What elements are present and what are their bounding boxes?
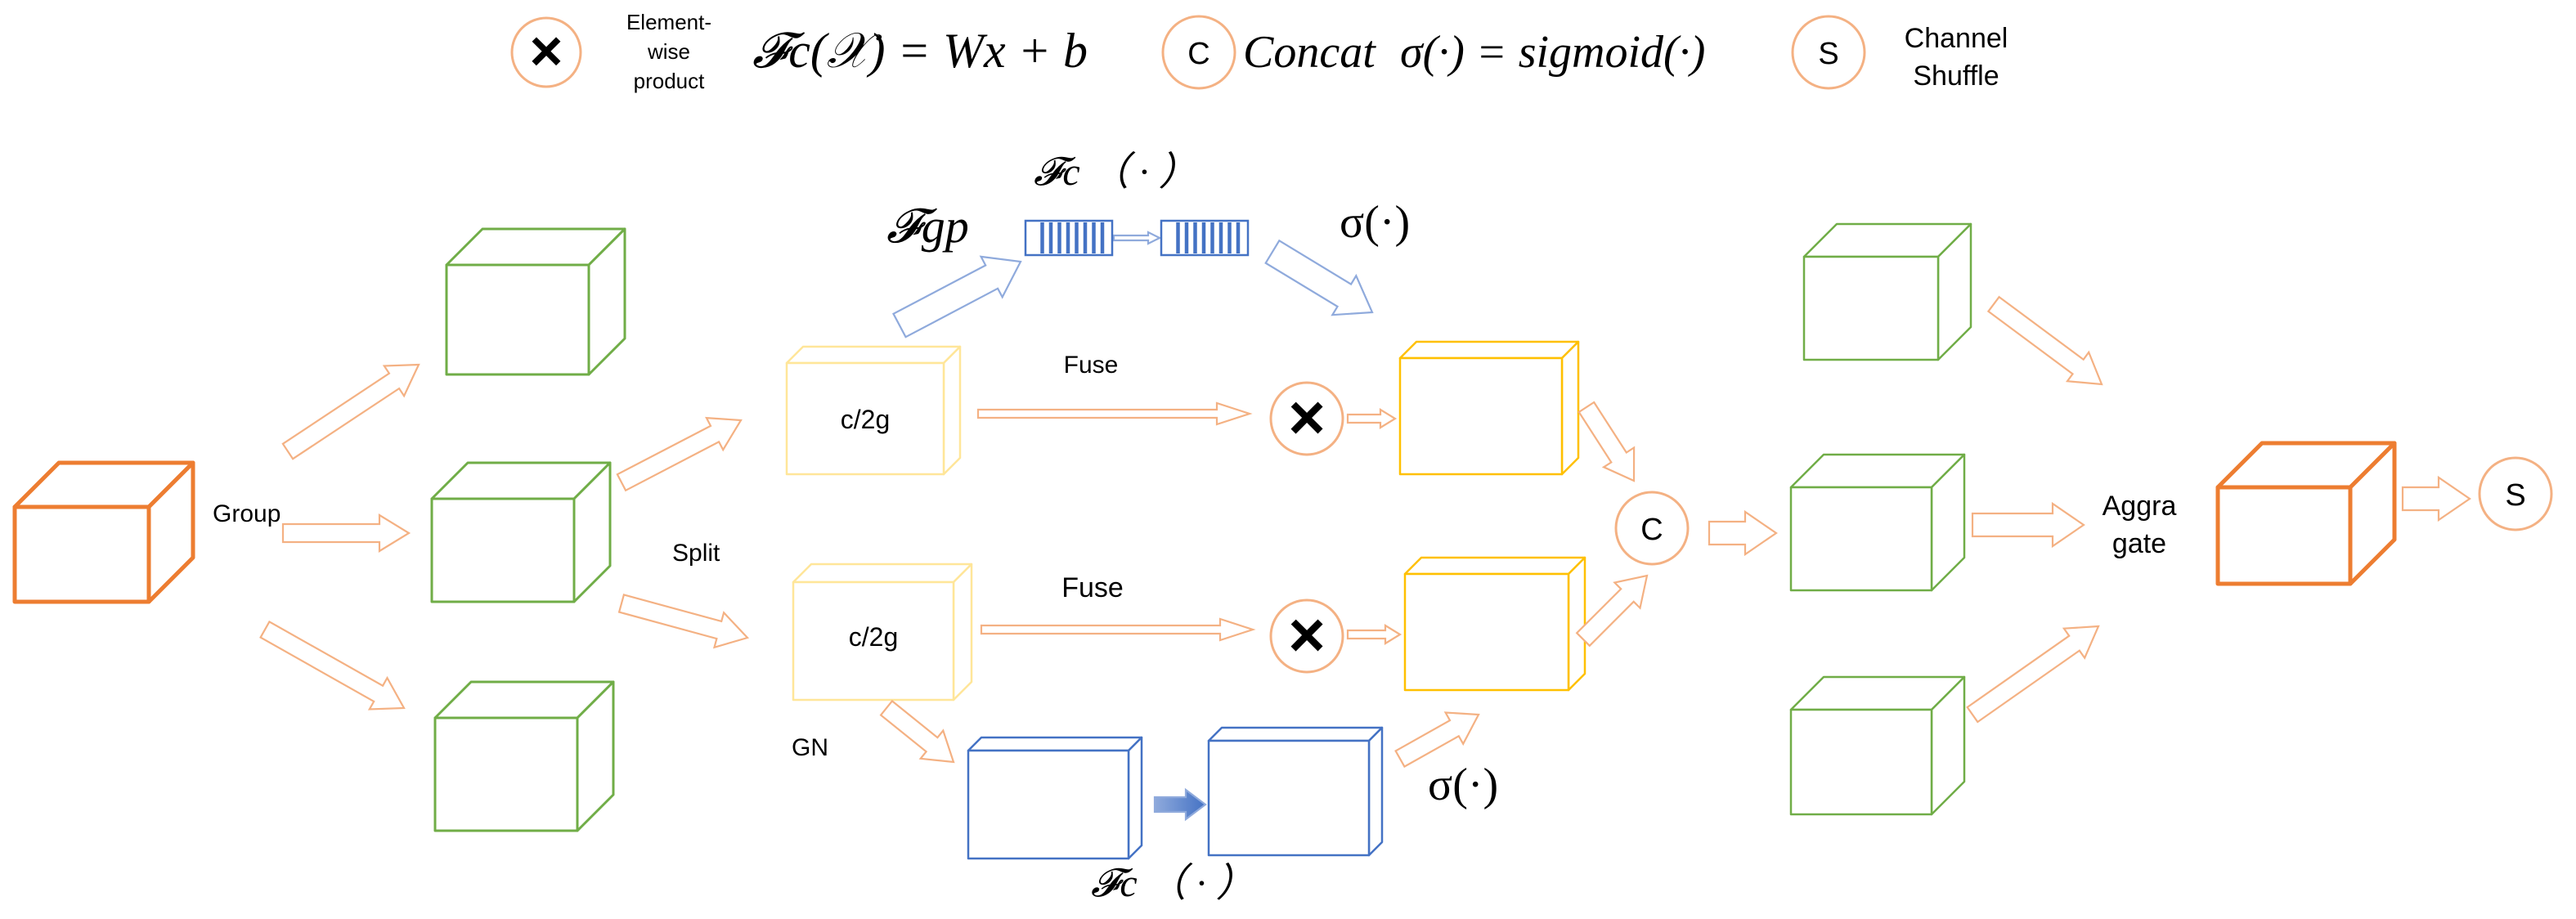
aggregate-label-1: Aggra — [2103, 491, 2177, 522]
out-box-middle — [1789, 453, 1966, 592]
c2g-top-label: c/2g — [841, 405, 890, 434]
gn-label: GN — [792, 734, 828, 761]
concat-node-letter: C — [1640, 513, 1663, 547]
arrow-prod-bottom-to-box — [1346, 624, 1402, 645]
arrow-input-to-bottom — [259, 620, 406, 711]
product-bottom-icon: × — [1288, 598, 1326, 670]
fc-bar-right — [1160, 219, 1250, 257]
arrow-out-bottom-to-agg — [1966, 625, 2100, 724]
split-box-bottom — [792, 563, 973, 702]
legend-shuffle-symbol: S — [1791, 15, 1866, 90]
fc-top-label: 𝓕c （ · ） — [1034, 150, 1198, 194]
fc-bar-left — [1024, 219, 1114, 257]
gn-box-right — [1207, 726, 1384, 857]
out-box-top — [1802, 222, 1972, 361]
output-box — [2215, 441, 2397, 586]
arrow-fuse-bottom — [980, 617, 1256, 642]
group-box-middle — [430, 461, 612, 603]
product-symbol-icon: × — [530, 19, 563, 83]
arrow-bottom-to-concat — [1575, 574, 1649, 648]
input-box — [12, 460, 195, 604]
legend-concat-symbol: C — [1161, 15, 1236, 90]
fc-bars — [1024, 219, 1250, 257]
fuse-top-label: Fuse — [1064, 352, 1119, 379]
arrow-concat-to-out — [1708, 509, 1778, 557]
concat-node: C — [1614, 491, 1690, 566]
legend: × Element- wise product 𝓕c(𝒳) = Wx + b C… — [510, 10, 2008, 93]
arrow-input-to-top — [281, 363, 420, 460]
arrow-input-to-mid — [281, 513, 411, 553]
shuffle-letter: S — [1818, 37, 1838, 71]
product-top-icon: × — [1288, 381, 1326, 453]
product-node-bottom: × — [1269, 598, 1344, 674]
fused-box-bottom — [1403, 556, 1586, 692]
boxes-layer — [12, 222, 2397, 860]
fused-box-top — [1398, 340, 1580, 476]
arrow-group-to-split-top — [616, 416, 743, 492]
legend-concat-label: Concat — [1243, 27, 1376, 78]
shuffle-node-letter: S — [2505, 478, 2525, 513]
arrow-fuse-top — [976, 401, 1253, 426]
arrow-fgp — [892, 255, 1022, 338]
arrows-layer — [259, 231, 2471, 822]
legend-shuffle-label-1: Channel — [1905, 23, 2008, 54]
fgp-label: 𝓕gp — [886, 199, 969, 253]
product-node-top: × — [1269, 381, 1344, 456]
arrow-out-mid-to-agg — [1971, 501, 2085, 549]
legend-product-label-1: Element- — [626, 10, 711, 34]
arrow-fc-link — [1112, 231, 1162, 245]
arrow-prod-top-to-box — [1346, 408, 1398, 429]
split-box-top — [785, 345, 962, 476]
sigma-bottom-label: σ(·) — [1428, 760, 1498, 810]
arrow-top-to-concat — [1577, 401, 1636, 482]
shuffle-node: S — [2478, 456, 2553, 531]
legend-sigmoid-formula: σ(·) = sigmoid(·) — [1400, 27, 1705, 78]
fuse-bottom-label: Fuse — [1061, 572, 1124, 603]
sigma-top-label: σ(·) — [1340, 197, 1410, 248]
aggregate-label-2: gate — [2112, 528, 2166, 559]
arrow-out-top-to-agg — [1986, 295, 2103, 386]
legend-product-label-2: wise — [647, 39, 690, 64]
group-box-top — [445, 227, 626, 376]
fc-bottom-label: 𝓕c （ · ） — [1091, 862, 1255, 905]
c2g-bottom-label: c/2g — [849, 622, 898, 652]
arrow-group-to-split-bottom — [617, 594, 750, 649]
group-label: Group — [213, 500, 280, 527]
legend-product-symbol: × — [510, 16, 582, 88]
gn-box-left — [967, 736, 1143, 860]
arrow-gn-down — [879, 699, 955, 764]
arrow-output-to-shuffle — [2401, 475, 2471, 522]
out-box-bottom — [1789, 675, 1966, 816]
split-label: Split — [672, 540, 720, 567]
arrow-sigma-bottom — [1394, 711, 1480, 769]
concat-letter: C — [1187, 37, 1209, 71]
arrow-sigma-top — [1264, 239, 1374, 316]
legend-fc-formula: 𝓕c(𝒳) = Wx + b — [752, 24, 1088, 78]
group-box-bottom — [433, 680, 615, 832]
legend-product-label-3: product — [634, 69, 705, 93]
arrow-gn-fc — [1153, 787, 1207, 822]
legend-shuffle-label-2: Shuffle — [1913, 61, 1999, 92]
